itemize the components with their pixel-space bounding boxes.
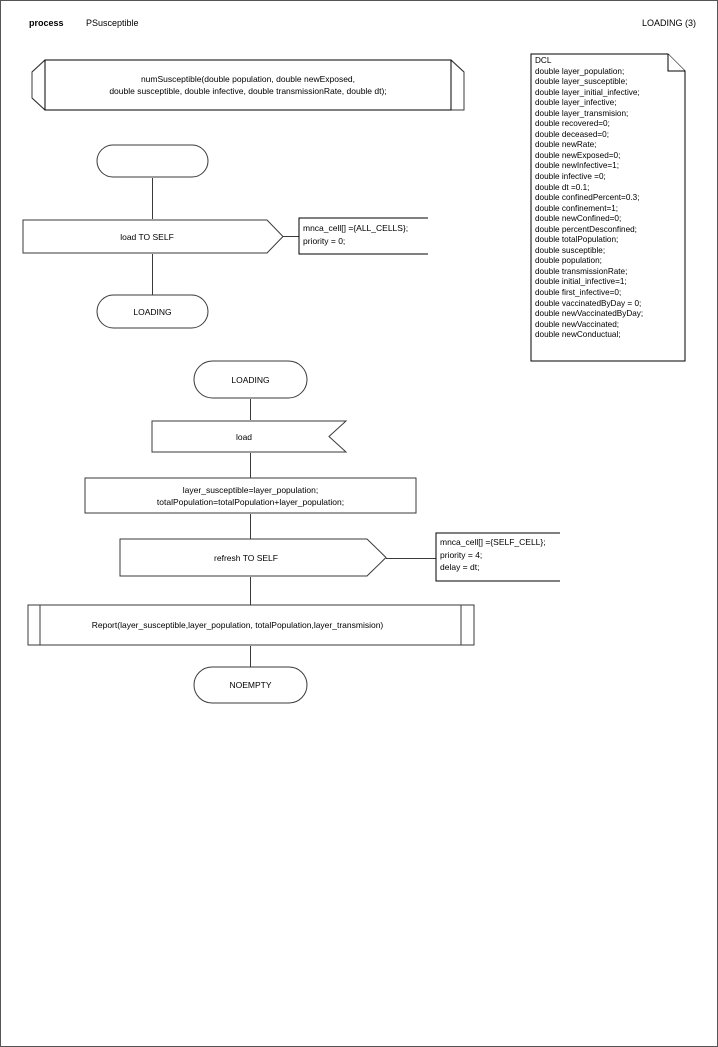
connector-task-to-output (250, 514, 251, 539)
connector-state-to-input (250, 399, 251, 420)
connector-start-to-output1 (152, 178, 153, 219)
dcl-content: DCL double layer_population; double laye… (535, 56, 685, 341)
output-symbol-refresh-to-self[interactable] (119, 538, 387, 577)
comment-symbol-2[interactable] (435, 532, 561, 582)
connector-procedurecall-to-nextstate (250, 646, 251, 667)
dcl-keyword: DCL (535, 56, 552, 65)
header-kind: process (29, 18, 64, 28)
output-symbol-load-to-self[interactable] (22, 219, 284, 254)
start-state-symbol[interactable] (96, 144, 209, 178)
input-symbol-load[interactable] (151, 420, 348, 453)
comment-text-2: mnca_cell[] ={SELF_CELL}; priority = 4; … (440, 537, 546, 573)
state-symbol-loading[interactable] (193, 360, 308, 399)
comment-symbol-1[interactable] (298, 217, 428, 255)
comment-text-1: mnca_cell[] ={ALL_CELLS}; priority = 0; (303, 223, 409, 246)
connector-input-to-task (250, 453, 251, 478)
task-symbol[interactable] (84, 477, 417, 514)
connector-output1-to-state (152, 254, 153, 295)
dcl-text-symbol[interactable] (530, 53, 686, 362)
header-page-reference: LOADING (3) (641, 18, 696, 28)
comment-connector-2 (386, 558, 436, 559)
comment-connector-1 (283, 236, 299, 237)
dcl-declaration-list: double layer_population; double layer_su… (535, 66, 644, 340)
procedure-declaration-symbol[interactable] (31, 59, 465, 111)
procedure-call-symbol-report[interactable] (27, 604, 475, 646)
connector-output-to-procedurecall (250, 577, 251, 605)
nextstate-symbol-loading[interactable] (96, 294, 209, 329)
header-process-name: PSusceptible (86, 18, 139, 28)
nextstate-symbol-noempty[interactable] (193, 666, 308, 704)
